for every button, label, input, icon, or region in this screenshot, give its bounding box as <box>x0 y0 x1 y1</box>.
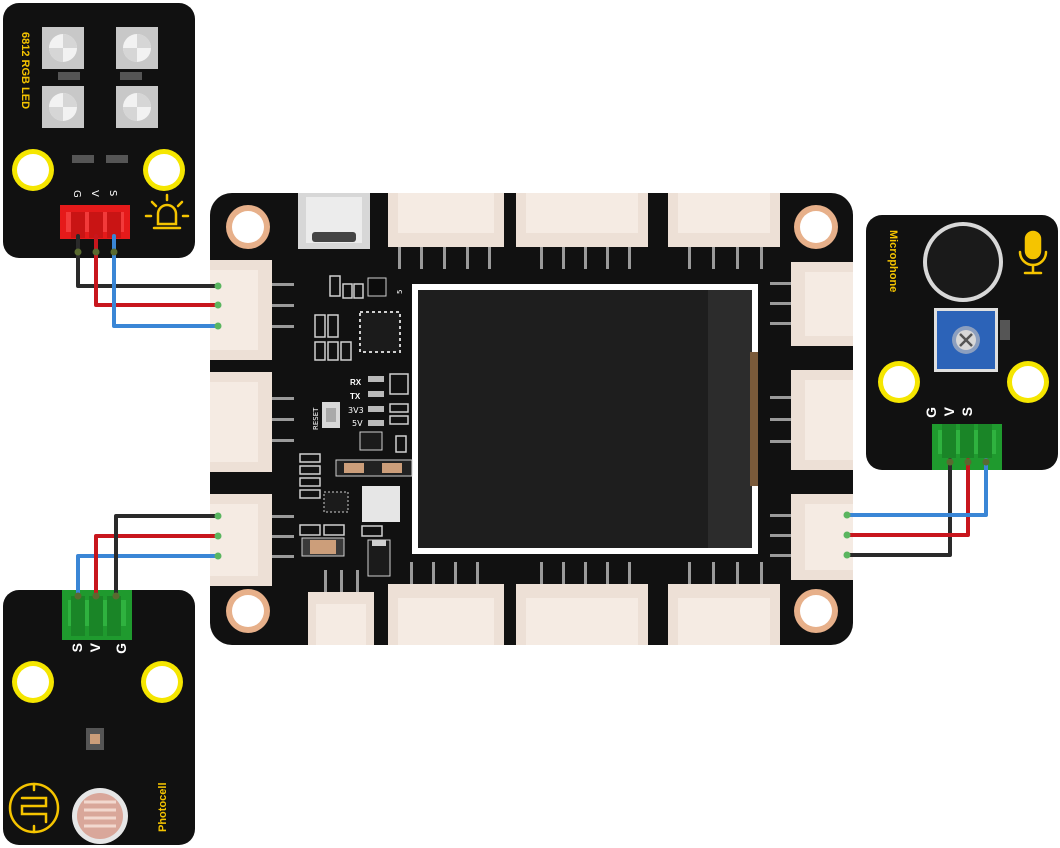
mic-pin-label: S <box>959 407 975 416</box>
connector-left-2 <box>210 372 294 472</box>
mounting-hole <box>226 589 270 633</box>
photoresistor <box>72 788 128 844</box>
rx-label: RX <box>350 378 362 387</box>
photocell-module: S V G Photocell <box>3 590 195 845</box>
lcd-display <box>412 284 758 554</box>
connector-bottom-2 <box>388 562 504 645</box>
mounting-hole <box>226 205 270 249</box>
rgb-pin-label: G <box>71 190 82 198</box>
smd-components <box>299 275 409 537</box>
mic-pin-label: V <box>941 406 957 416</box>
led-chip <box>42 27 84 69</box>
rgb-header <box>60 205 130 239</box>
rgb-pin-label: S <box>107 190 118 196</box>
microphone-title: Microphone <box>887 230 899 292</box>
wire-power <box>94 234 220 307</box>
led-chip <box>116 27 158 69</box>
microphone-module: Microphone G V S <box>866 215 1058 470</box>
photocell-header <box>62 590 132 640</box>
wire-ground <box>845 458 952 557</box>
5v-label: 5V <box>352 419 363 428</box>
wire-signal <box>112 234 220 328</box>
usb-c-port <box>298 193 370 249</box>
photocell-pin-label: S <box>69 643 85 652</box>
reset-button[interactable] <box>322 402 340 428</box>
potentiometer[interactable] <box>934 308 998 372</box>
mic-pin-label: G <box>923 407 939 418</box>
connector-top-1 <box>388 193 504 269</box>
connector-bottom-4 <box>668 562 780 645</box>
tx-label: TX <box>350 392 361 401</box>
mounting-hole <box>794 205 838 249</box>
connector-top-3 <box>668 193 780 269</box>
smd-cap <box>58 72 80 80</box>
wire-power <box>845 458 970 537</box>
photocell-pin-label: V <box>87 642 103 652</box>
rgb-led-module: 6812 RGB LED G V S <box>3 3 195 258</box>
led-chip <box>42 86 84 128</box>
3v3-label: 3V3 <box>348 406 364 415</box>
connector-bottom-3 <box>516 562 648 645</box>
photocell-title: Photocell <box>157 782 169 832</box>
connector-right-1 <box>770 262 853 346</box>
smd-cap <box>120 72 142 80</box>
photoresistor-icon <box>8 782 60 834</box>
wire-signal <box>76 554 220 598</box>
led-chip <box>116 86 158 128</box>
bulb-icon <box>144 193 190 230</box>
smd-cap <box>106 155 128 163</box>
connector-left-1 <box>210 260 294 360</box>
microphone-icon <box>1018 230 1048 275</box>
microphone-capsule <box>923 222 1003 302</box>
wire-end-caps <box>74 248 990 600</box>
smd-cap <box>72 155 94 163</box>
main-board: RX TX 3V3 5V RESET 5 <box>210 193 853 645</box>
wire-signal <box>845 458 988 517</box>
connector-bottom-1 <box>308 570 374 645</box>
smd-part <box>1000 320 1010 340</box>
mcu-chip <box>359 311 401 353</box>
wire-power <box>94 534 220 598</box>
reset-label: RESET <box>312 407 320 430</box>
connector-top-2 <box>516 193 648 269</box>
connector-right-2 <box>770 370 853 470</box>
rgb-pin-label: V <box>89 190 100 197</box>
mounting-hole <box>794 589 838 633</box>
photocell-pin-label: G <box>113 643 129 654</box>
wires <box>76 234 988 598</box>
photocell-pcb <box>3 590 195 845</box>
rgb-led-title: 6812 RGB LED <box>19 32 31 109</box>
smd-fill <box>301 277 413 577</box>
wire-ground <box>114 514 220 598</box>
mark-5-label: 5 <box>396 290 404 294</box>
